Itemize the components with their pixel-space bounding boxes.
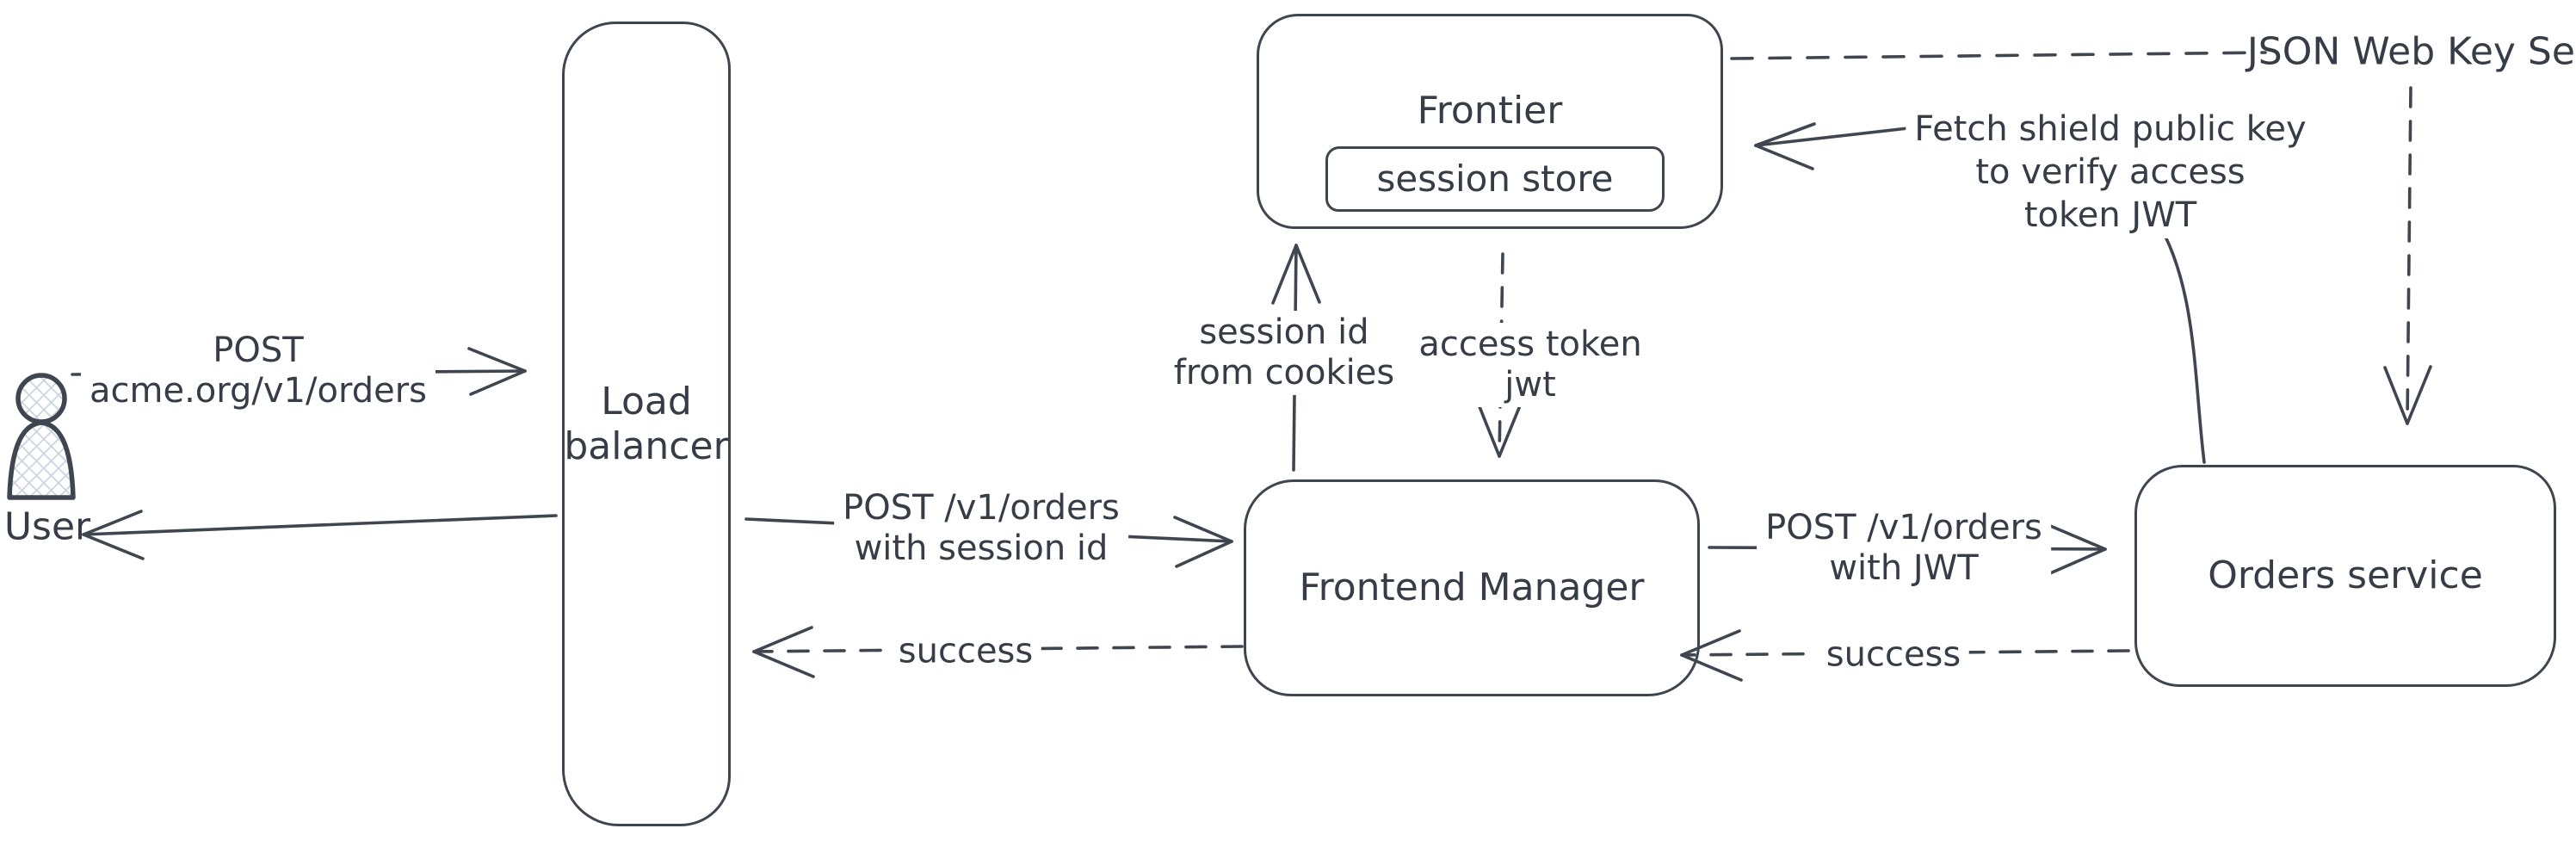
edge-label-post-acme: POST acme.org/v1/orders — [81, 329, 436, 413]
edge-label-session-id: session id from cookies — [1164, 311, 1404, 395]
frontend-manager-node: Frontend Manager — [1244, 479, 1700, 696]
session-store-label: session store — [1376, 158, 1614, 200]
load-balancer-label: Load balancer — [564, 379, 729, 468]
orders-service-label: Orders service — [2208, 553, 2483, 597]
load-balancer-node: Load balancer — [562, 22, 731, 826]
frontend-manager-label: Frontend Manager — [1299, 566, 1645, 609]
edge-label-fetch-key: Fetch shield public key to verify access… — [1906, 106, 2315, 238]
frontier-label: Frontier — [1417, 89, 1563, 133]
edge-label-success-orders: success — [1817, 633, 1970, 677]
edge-label-access-token: access token jwt — [1410, 323, 1651, 407]
session-store-node: session store — [1325, 146, 1665, 212]
user-icon — [7, 373, 76, 500]
edge-label-post-session-id: POST /v1/orders with session id — [834, 486, 1128, 571]
orders-service-node: Orders service — [2134, 465, 2556, 687]
edge-label-success-lb: success — [889, 629, 1042, 674]
dashed-frontier-to-jwks — [1730, 51, 2267, 60]
arrow-jwks-to-orders — [2383, 86, 2432, 425]
arrow-lb-to-user — [82, 510, 558, 560]
jwks-label: JSON Web Key Set — [2246, 29, 2576, 74]
user-label: User — [3, 504, 91, 549]
edge-label-post-jwt: POST /v1/orders with JWT — [1757, 506, 2051, 590]
